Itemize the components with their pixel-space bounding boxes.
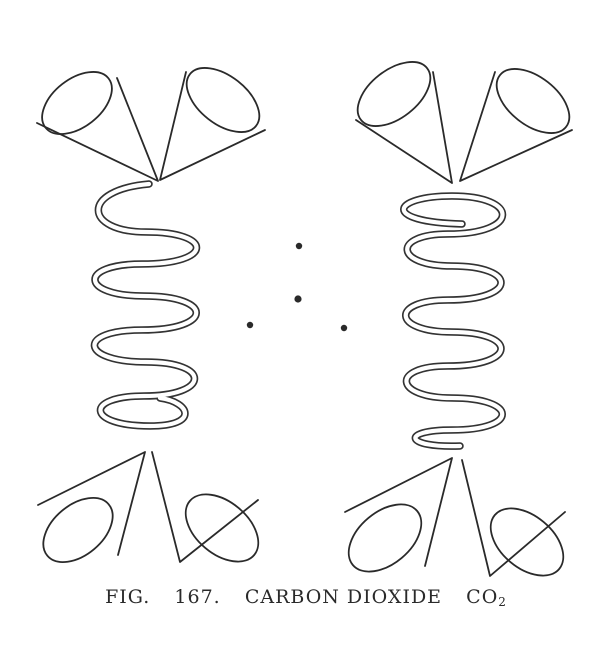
dot-center bbox=[294, 295, 302, 303]
cone-bottom-left-a bbox=[37, 451, 146, 563]
cone-top-right-b bbox=[459, 68, 573, 182]
chemical-formula: CO2 bbox=[466, 586, 507, 609]
formula-main: CO bbox=[466, 586, 499, 608]
dot-right bbox=[340, 324, 348, 332]
formula-subscript: 2 bbox=[498, 595, 507, 609]
cone-top-left-b bbox=[159, 67, 266, 181]
figure-number: 167. bbox=[174, 586, 221, 608]
dot-top bbox=[295, 242, 303, 250]
dot-left bbox=[246, 321, 254, 329]
figure-label: FIG. bbox=[105, 586, 151, 608]
cone-top-left-a bbox=[36, 71, 159, 182]
figure-title: CARBON DIOXIDE bbox=[244, 586, 443, 608]
cone-bottom-right-a bbox=[344, 457, 453, 573]
figure-caption: FIG. 167. CARBON DIOXIDE CO2 bbox=[0, 586, 612, 609]
cone-bottom-left-b bbox=[151, 451, 260, 563]
cone-top-right-a bbox=[355, 61, 453, 184]
cone-bottom-right-b bbox=[461, 459, 566, 577]
